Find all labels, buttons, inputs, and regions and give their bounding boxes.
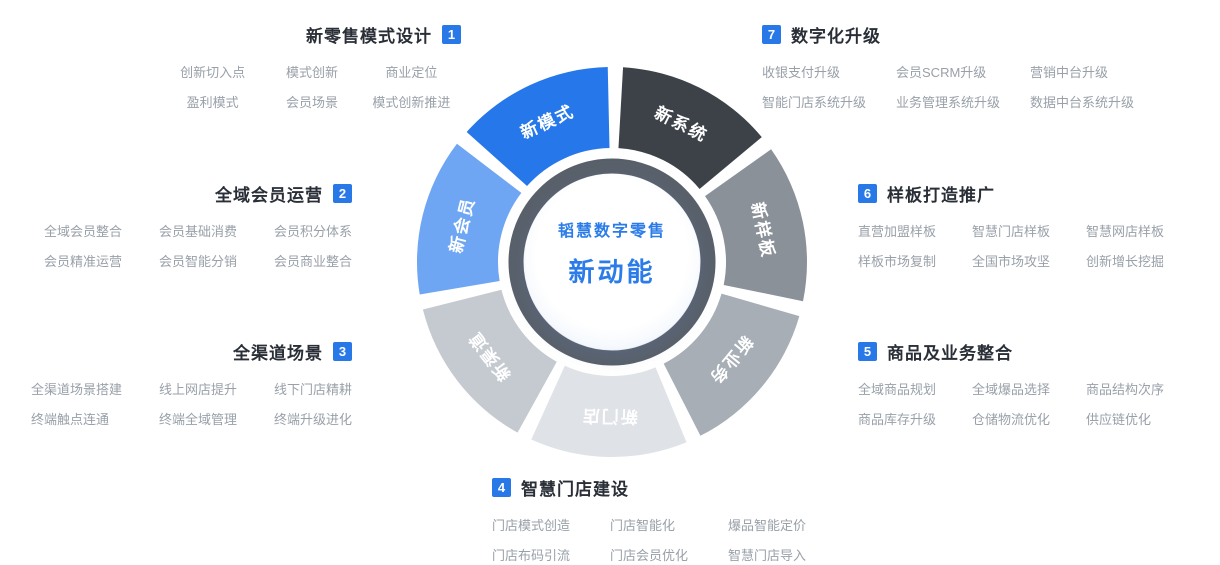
wheel-segment-3 xyxy=(663,293,800,436)
group-item: 创新增长挖掘 xyxy=(1086,254,1165,269)
group-new-retail-model-design: 新零售模式设计 1 创新切入点 模式创新 商业定位 盈利模式 会员场景 模式创新… xyxy=(163,22,461,111)
group-2-title: 全域会员运营 xyxy=(215,186,323,205)
group-item: 终端升级进化 xyxy=(273,412,352,427)
wheel-segment-5 xyxy=(422,289,557,433)
group-item: 创新切入点 xyxy=(180,65,246,80)
group-1-items: 创新切入点 模式创新 商业定位 盈利模式 会员场景 模式创新推进 xyxy=(163,62,461,111)
group-item: 商品结构次序 xyxy=(1086,382,1165,397)
group-1-title: 新零售模式设计 xyxy=(306,27,432,46)
group-6-title: 样板打造推广 xyxy=(887,186,995,205)
group-7-heading: 7 数字化升级 xyxy=(762,22,1192,47)
group-7-title: 数字化升级 xyxy=(791,27,881,46)
wheel-segment-6 xyxy=(416,143,522,295)
group-1-number-badge: 1 xyxy=(442,25,461,44)
inner-dark-ring xyxy=(508,158,716,366)
group-item: 盈利模式 xyxy=(186,95,239,110)
group-member-operation: 全域会员运营 2 全域会员整合 会员基础消费 会员积分体系 会员精准运营 会员智… xyxy=(30,181,352,270)
group-item: 模式创新推进 xyxy=(372,95,451,110)
group-6-heading: 6 样板打造推广 xyxy=(858,181,1188,206)
group-item: 商业定位 xyxy=(385,65,438,80)
wheel-segment-label: 新门店 xyxy=(581,406,638,427)
group-item: 门店布码引流 xyxy=(492,548,571,563)
group-2-heading: 全域会员运营 2 xyxy=(30,181,352,206)
group-item: 商品库存升级 xyxy=(858,412,937,427)
group-item: 会员SCRM升级 xyxy=(896,65,987,80)
wheel-center-label: 韬慧数字零售 新动能 xyxy=(512,217,712,289)
group-item: 终端全域管理 xyxy=(158,412,237,427)
group-item: 会员积分体系 xyxy=(273,224,352,239)
group-2-items: 全域会员整合 会员基础消费 会员积分体系 会员精准运营 会员智能分销 会员商业整… xyxy=(30,221,352,270)
group-item: 仓储物流优化 xyxy=(972,412,1051,427)
group-5-number-badge: 5 xyxy=(858,342,877,361)
group-item: 收银支付升级 xyxy=(762,65,841,80)
center-subtitle: 新动能 xyxy=(568,257,656,287)
wheel-segment-7 xyxy=(466,67,610,186)
group-2-number-badge: 2 xyxy=(333,184,352,203)
group-4-title: 智慧门店建设 xyxy=(521,480,629,499)
wheel-segment-1 xyxy=(618,67,762,189)
group-6-number-badge: 6 xyxy=(858,184,877,203)
center-title: 韬慧数字零售 xyxy=(557,223,666,240)
group-item: 会员商业整合 xyxy=(273,254,352,269)
group-item: 会员场景 xyxy=(285,95,338,110)
group-5-items: 全域商品规划 全域爆品选择 商品结构次序 商品库存升级 仓储物流优化 供应链优化 xyxy=(858,379,1188,428)
group-7-number-badge: 7 xyxy=(762,25,781,44)
group-item: 终端触点连通 xyxy=(30,412,109,427)
group-3-heading: 全渠道场景 3 xyxy=(26,339,352,364)
group-item: 线上网店提升 xyxy=(158,382,237,397)
group-item: 门店会员优化 xyxy=(610,548,689,563)
group-omnichannel-scene: 全渠道场景 3 全渠道场景搭建 线上网店提升 线下门店精耕 终端触点连通 终端全… xyxy=(26,339,352,428)
group-item: 全渠道场景搭建 xyxy=(30,382,122,397)
group-item: 全域商品规划 xyxy=(858,382,937,397)
group-item: 直营加盟样板 xyxy=(858,224,937,239)
group-item: 业务管理系统升级 xyxy=(896,95,1001,110)
group-item: 门店智能化 xyxy=(610,518,676,533)
group-item: 智能门店系统升级 xyxy=(762,95,867,110)
group-goods-business-integration: 5 商品及业务整合 全域商品规划 全域爆品选择 商品结构次序 商品库存升级 仓储… xyxy=(858,339,1188,428)
group-5-heading: 5 商品及业务整合 xyxy=(858,339,1188,364)
group-item: 智慧门店样板 xyxy=(972,224,1051,239)
group-5-title: 商品及业务整合 xyxy=(887,344,1013,363)
group-item: 模式创新 xyxy=(285,65,338,80)
center-circle xyxy=(524,174,700,350)
group-1-heading: 新零售模式设计 1 xyxy=(163,22,461,47)
group-item: 全域爆品选择 xyxy=(972,382,1051,397)
group-item: 全国市场攻坚 xyxy=(972,254,1051,269)
group-item: 爆品智能定价 xyxy=(728,518,807,533)
group-item: 样板市场复制 xyxy=(858,254,937,269)
group-item: 线下门店精耕 xyxy=(273,382,352,397)
group-3-items: 全渠道场景搭建 线上网店提升 线下门店精耕 终端触点连通 终端全域管理 终端升级… xyxy=(26,379,352,428)
group-item: 会员基础消费 xyxy=(158,224,237,239)
wheel-segment-4 xyxy=(531,365,687,457)
group-item: 智慧网店样板 xyxy=(1086,224,1165,239)
group-item: 门店模式创造 xyxy=(492,518,571,533)
group-6-items: 直营加盟样板 智慧门店样板 智慧网店样板 样板市场复制 全国市场攻坚 创新增长挖… xyxy=(858,221,1188,270)
group-4-items: 门店模式创造 门店智能化 爆品智能定价 门店布码引流 门店会员优化 智慧门店导入 xyxy=(492,515,832,564)
group-template-promotion: 6 样板打造推广 直营加盟样板 智慧门店样板 智慧网店样板 样板市场复制 全国市… xyxy=(858,181,1188,270)
wheel-segment-2 xyxy=(705,149,807,302)
group-item: 营销中台升级 xyxy=(1030,65,1109,80)
group-item: 会员智能分销 xyxy=(158,254,237,269)
group-item: 会员精准运营 xyxy=(43,254,122,269)
group-digital-upgrade: 7 数字化升级 收银支付升级 会员SCRM升级 营销中台升级 智能门店系统升级 … xyxy=(762,22,1192,111)
group-item: 全域会员整合 xyxy=(43,224,122,239)
group-item: 供应链优化 xyxy=(1086,412,1152,427)
group-3-number-badge: 3 xyxy=(333,342,352,361)
group-4-heading: 4 智慧门店建设 xyxy=(492,475,832,500)
group-item: 数据中台系统升级 xyxy=(1030,95,1135,110)
group-smart-store-construction: 4 智慧门店建设 门店模式创造 门店智能化 爆品智能定价 门店布码引流 门店会员… xyxy=(492,475,832,564)
group-7-items: 收银支付升级 会员SCRM升级 营销中台升级 智能门店系统升级 业务管理系统升级… xyxy=(762,62,1192,111)
group-4-number-badge: 4 xyxy=(492,478,511,497)
group-3-title: 全渠道场景 xyxy=(233,344,323,363)
group-item: 智慧门店导入 xyxy=(728,548,807,563)
